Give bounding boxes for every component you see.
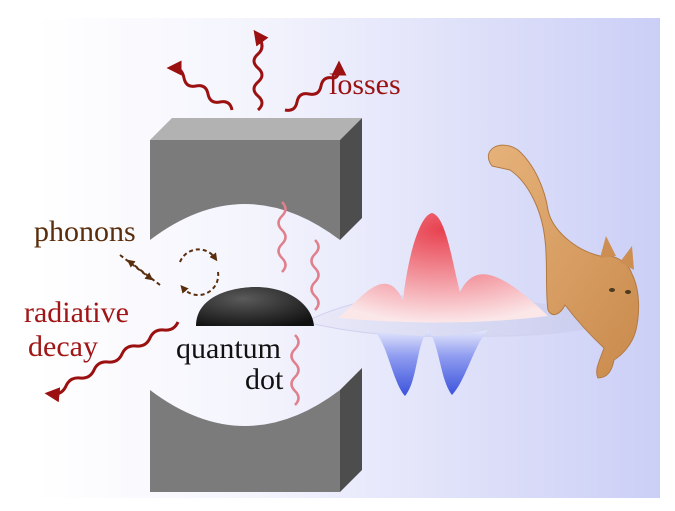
wigner-negative-lobes bbox=[372, 330, 488, 396]
decay-label: decay bbox=[28, 330, 98, 363]
quantum-dot bbox=[196, 287, 314, 326]
loss-arrows bbox=[166, 29, 347, 112]
loss-arrow-right bbox=[284, 60, 347, 112]
dot-label: dot bbox=[245, 363, 284, 396]
radiative-decay-arrow bbox=[44, 321, 180, 403]
cavity-photon-middle bbox=[310, 239, 320, 311]
losses-label: losses bbox=[329, 68, 401, 101]
cavity-photon-upper bbox=[277, 201, 287, 273]
loss-arrow-center bbox=[252, 29, 269, 112]
bottom-mirror bbox=[150, 368, 362, 492]
cavity-photons bbox=[277, 201, 320, 406]
radiative-label: radiative bbox=[24, 296, 129, 329]
loss-arrow-left bbox=[166, 60, 234, 111]
wigner-function-surface bbox=[303, 213, 622, 396]
cavity-photon-lower bbox=[290, 334, 300, 406]
phonons-label: phonons bbox=[34, 215, 136, 248]
cat-icon bbox=[487, 144, 640, 379]
phonon-cycle-icon bbox=[179, 248, 220, 297]
quantum-label: quantum bbox=[176, 332, 281, 365]
top-mirror bbox=[150, 118, 362, 240]
phonon-arrows-icon bbox=[119, 254, 161, 286]
wigner-positive-lobe bbox=[338, 213, 548, 323]
